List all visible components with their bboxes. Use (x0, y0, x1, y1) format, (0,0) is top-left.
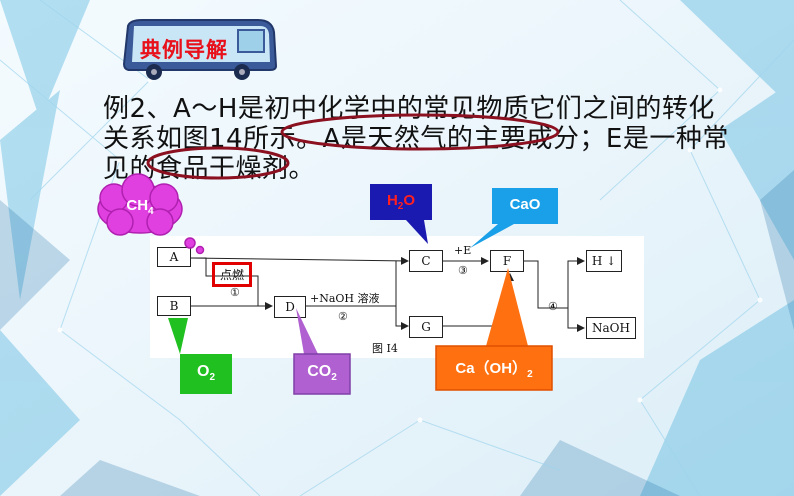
question-line-3c: 。 (288, 154, 316, 184)
node-G: G (409, 316, 443, 338)
step-2-label: ② (338, 310, 348, 323)
h2o-callout (370, 184, 432, 244)
cao-text: CaO (509, 196, 541, 213)
caoh2-text: Ca（OH）2 (455, 360, 533, 380)
step-4-label: ④ (548, 300, 558, 313)
node-NaOH: NaOH (586, 317, 636, 339)
ch4-cloud (97, 173, 205, 255)
node-C: C (409, 250, 443, 272)
caoh2-callout (435, 268, 553, 391)
node-H: H ↓ (586, 250, 622, 272)
step-1-label: ① (230, 286, 240, 299)
co2-callout (293, 308, 351, 395)
reagent-naoh-label: +NaOH 溶液 (310, 292, 380, 305)
cao-callout (470, 188, 558, 248)
bus-badge-icon (122, 19, 278, 80)
o2-callout (168, 318, 232, 394)
o2-text: O2 (196, 363, 215, 384)
step-3-label: ③ (458, 264, 468, 277)
co2-text: CO2 (307, 363, 337, 384)
node-A: A (157, 247, 191, 267)
node-F: F (490, 250, 524, 272)
node-B: B (157, 296, 191, 316)
reaction-diagram: A B D C G F H ↓ NaOH 点燃 ① +NaOH 溶液 ② +E … (150, 236, 644, 358)
question-line-2c: ；E是一种常 (579, 124, 729, 154)
figure-caption: 图 I4 (372, 342, 398, 355)
h2o-text: H2O (386, 192, 416, 212)
plus-E-label: +E (454, 244, 472, 257)
ignite-label: 点燃 (212, 262, 253, 287)
section-title: 典例导解 (140, 38, 228, 62)
ch4-text: CH4 (126, 197, 154, 217)
